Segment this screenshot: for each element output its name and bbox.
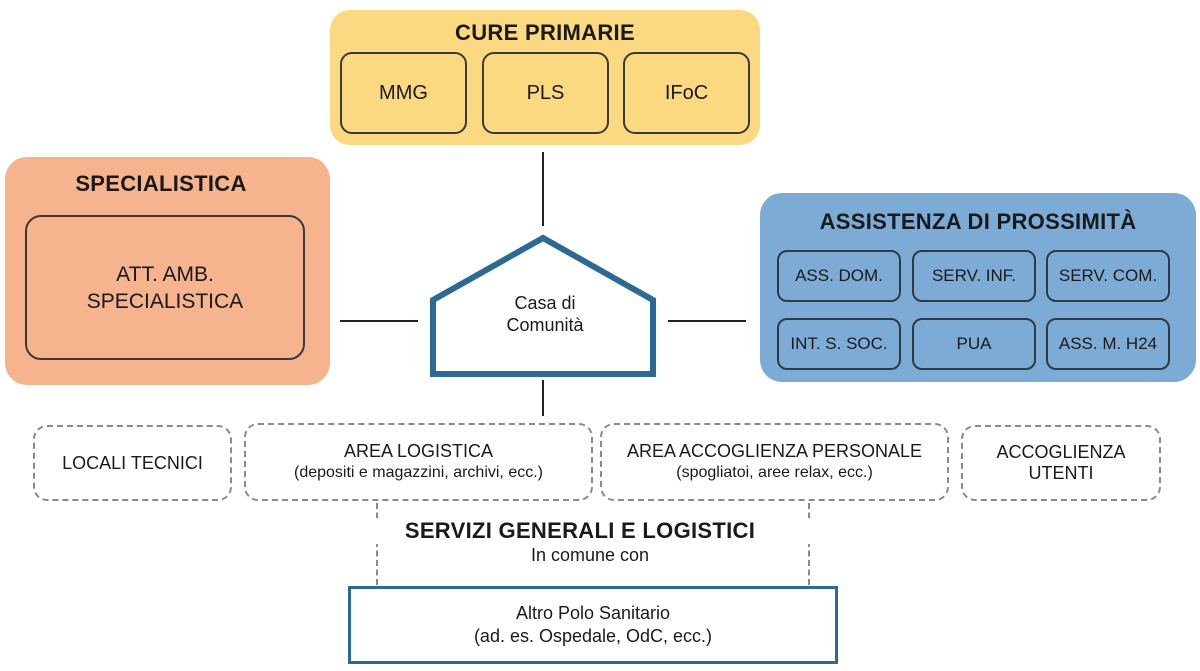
ifoc-box: IFoC	[623, 52, 750, 134]
mmg-box: MMG	[340, 52, 467, 134]
serv-com-box: SERV. COM.	[1046, 250, 1170, 302]
ass-m-h24-box: ASS. M. H24	[1046, 318, 1170, 370]
pua-box: PUA	[912, 318, 1036, 370]
servizi-title: SERVIZI GENERALI E LOGISTICI	[340, 518, 820, 544]
casa-di-comunita-house-icon	[430, 234, 656, 377]
connector-top	[542, 152, 544, 226]
altro-polo-line1: Altro Polo Sanitario	[515, 603, 671, 623]
casa-line2: Comunità	[506, 315, 584, 335]
area-logistica-sub: (depositi e magazzini, archivi, ecc.)	[294, 464, 543, 481]
att-amb-line2: SPECIALISTICA	[86, 289, 244, 313]
att-amb-line1: ATT. AMB.	[116, 262, 214, 286]
accoglienza-utenti-box: ACCOGLIENZA UTENTI	[961, 425, 1161, 501]
serv-inf-box: SERV. INF.	[912, 250, 1036, 302]
pls-box: PLS	[482, 52, 609, 134]
casa-di-comunita-label: Casa di Comunità	[470, 292, 620, 336]
ass-dom-box: ASS. DOM.	[777, 250, 901, 302]
specialistica-group: SPECIALISTICA ATT. AMB. SPECIALISTICA	[5, 157, 330, 385]
dashed-link-right	[808, 503, 810, 585]
accoglienza-utenti-line1: ACCOGLIENZA	[996, 442, 1126, 462]
connector-bottom	[542, 380, 544, 416]
assistenza-title: ASSISTENZA DI PROSSIMITÀ	[819, 209, 1137, 234]
locali-tecnici-box: LOCALI TECNICI	[33, 425, 232, 501]
att-amb-specialistica-box: ATT. AMB. SPECIALISTICA	[25, 215, 305, 360]
area-logistica-box: AREA LOGISTICA (depositi e magazzini, ar…	[244, 423, 593, 501]
connector-left	[340, 320, 418, 322]
altro-polo-sanitario-box: Altro Polo Sanitario (ad. es. Ospedale, …	[348, 586, 838, 664]
int-s-soc-box: INT. S. SOC.	[777, 318, 901, 370]
locali-tecnici-label: LOCALI TECNICI	[62, 452, 203, 473]
area-accoglienza-title: AREA ACCOGLIENZA PERSONALE	[626, 441, 923, 461]
servizi-subtitle: In comune con	[530, 545, 650, 565]
accoglienza-utenti-line2: UTENTI	[1028, 463, 1094, 483]
cure-primarie-group: CURE PRIMARIE MMG PLS IFoC	[330, 10, 760, 145]
assistenza-group: ASSISTENZA DI PROSSIMITÀ ASS. DOM. SERV.…	[760, 193, 1196, 382]
area-accoglienza-sub: (spogliatoi, aree relax, ecc.)	[676, 464, 873, 481]
specialistica-title: SPECIALISTICA	[75, 171, 247, 196]
area-logistica-title: AREA LOGISTICA	[343, 441, 494, 461]
cure-primarie-title: CURE PRIMARIE	[455, 20, 635, 45]
dashed-link-left	[376, 503, 378, 585]
area-accoglienza-personale-box: AREA ACCOGLIENZA PERSONALE (spogliatoi, …	[600, 423, 949, 501]
altro-polo-line2: (ad. es. Ospedale, OdC, ecc.)	[473, 626, 713, 646]
casa-line1: Casa di	[514, 293, 576, 313]
connector-right	[668, 320, 746, 322]
